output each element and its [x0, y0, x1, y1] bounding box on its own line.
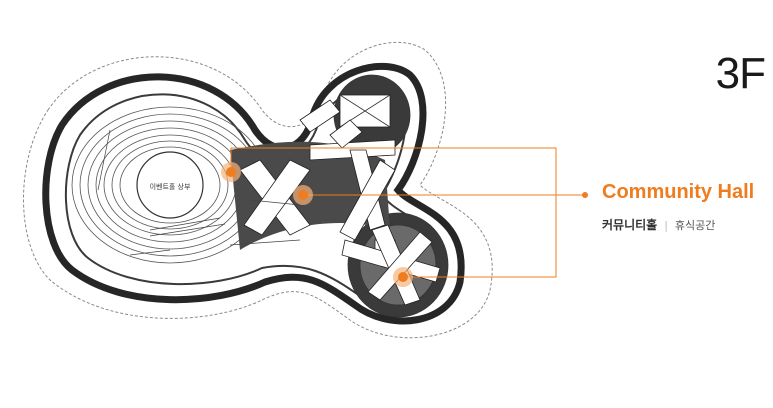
- space-description: 휴식공간: [674, 219, 716, 232]
- space-title: Community Hall: [602, 181, 755, 203]
- floor-label: 3F: [715, 49, 766, 98]
- location-marker-2: [293, 185, 313, 205]
- event-hall-label: 이벤트홀 상부: [150, 182, 191, 191]
- event-hall-core: [136, 151, 204, 219]
- space-legend: Community Hall 커뮤니티홀 | 휴식공간: [602, 182, 773, 233]
- upper-lobe-structure: [333, 74, 411, 156]
- structural-beams: [239, 99, 441, 306]
- interior-walls: [97, 129, 301, 256]
- site-boundary: [23, 41, 493, 339]
- legend-divider: |: [664, 219, 668, 232]
- space-subtitle: 커뮤니티홀 | 휴식공간: [602, 216, 773, 233]
- location-marker-3: [393, 267, 413, 287]
- location-marker-1: [221, 162, 241, 182]
- callout-end-dot: [582, 192, 588, 198]
- space-name-korean: 커뮤니티홀: [602, 218, 658, 232]
